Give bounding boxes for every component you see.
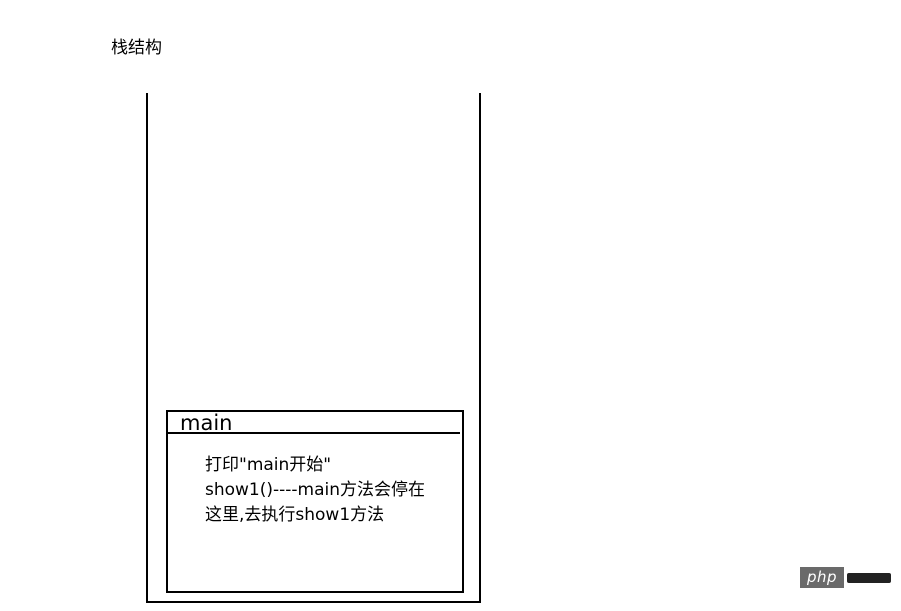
stack-frame-main: main 打印"main开始" show1()----main方法会停在 这里,… [166,410,464,593]
stack-container [146,93,481,603]
stack-frame-header: main [180,411,233,435]
stack-frame-body: 打印"main开始" show1()----main方法会停在 这里,去执行sh… [205,453,455,528]
diagram-title: 栈结构 [111,38,162,58]
watermark-site-label [847,573,891,583]
stack-frame-line: 这里,去执行show1方法 [205,505,385,525]
watermark-php-logo: php [800,567,844,588]
stack-frame-line: 打印"main开始" [205,455,332,475]
stack-frame-line: show1()----main方法会停在 [205,480,426,500]
stack-frame-divider [168,432,460,434]
